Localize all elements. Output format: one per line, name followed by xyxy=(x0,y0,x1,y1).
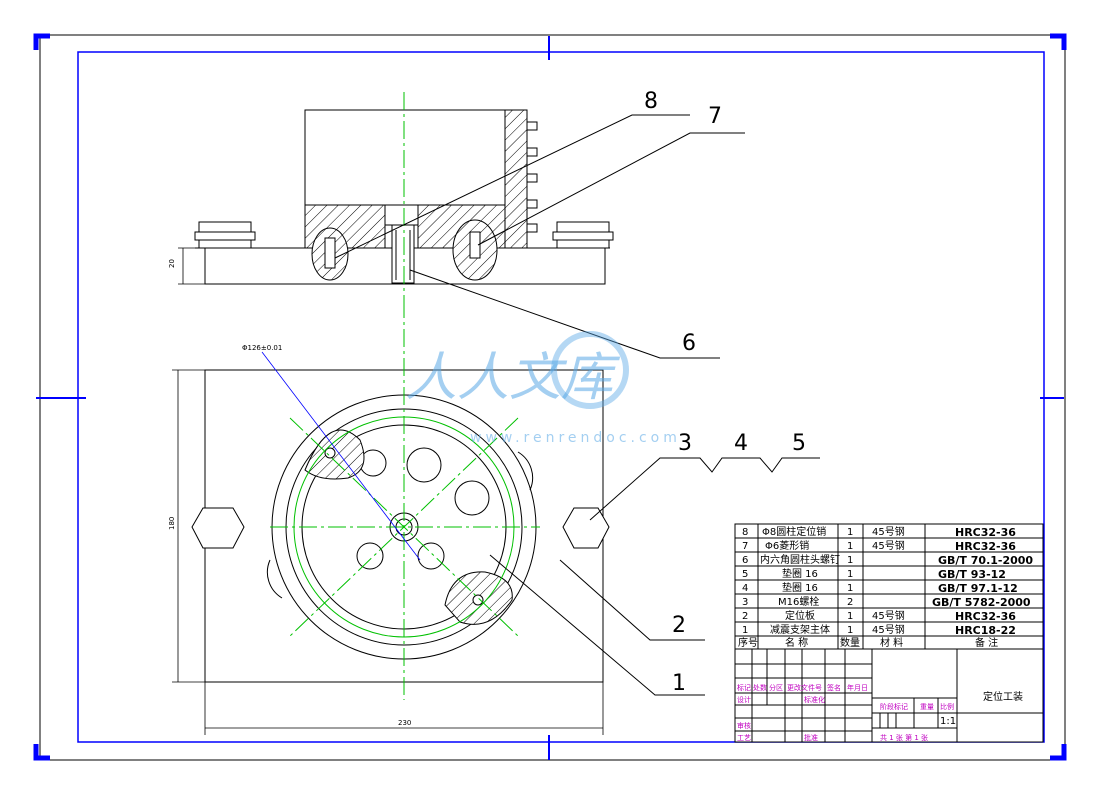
bom-row-name: 内六角圆柱头螺钉 xyxy=(760,553,840,566)
watermark-brand: 人人文库 xyxy=(405,348,621,408)
callout-2: 2 xyxy=(672,613,686,638)
tb-scale-value: 1:1 xyxy=(940,716,956,727)
tb-label-weight: 重量 xyxy=(920,703,934,711)
dim-plan-height xyxy=(172,369,205,683)
bom-row-no: 6 xyxy=(742,555,748,566)
dim-height-left-label: 20 xyxy=(168,259,176,268)
bom-row-no: 1 xyxy=(742,625,748,636)
bom-row-material: 45号钢 xyxy=(872,609,905,622)
watermark-url: www.renrendoc.com xyxy=(470,430,681,446)
bom-header-note: 备 注 xyxy=(975,636,998,649)
front-section-view xyxy=(194,109,614,285)
bom-row-note: HRC32-36 xyxy=(955,610,1016,623)
corner-mark-bl xyxy=(33,744,50,761)
bom-row-qty: 1 xyxy=(847,541,853,552)
diameter-note: Φ126±0.01 xyxy=(242,344,282,352)
bom-row-name: 定位板 xyxy=(785,609,815,622)
bom-row-note: HRC32-36 xyxy=(955,540,1016,553)
bom-row-qty: 1 xyxy=(847,625,853,636)
bom-row-no: 3 xyxy=(742,597,748,608)
dim-height-left xyxy=(178,247,205,285)
callout-5: 5 xyxy=(792,431,806,456)
bom-row-qty: 1 xyxy=(847,583,853,594)
bom-header-name: 名 称 xyxy=(785,636,808,649)
corner-mark-tr xyxy=(1050,33,1067,50)
tb-label-stage-mark: 阶段标记 xyxy=(880,702,908,711)
bom-row-qty: 1 xyxy=(847,611,853,622)
bom-row-name: Φ6菱形销 xyxy=(765,539,809,552)
bom-header-material: 材 料 xyxy=(880,636,903,649)
tb-label-mark: 标记 xyxy=(737,683,751,692)
bom-row-qty: 1 xyxy=(847,569,853,580)
callout-7: 7 xyxy=(708,104,722,129)
bom-row-note: HRC32-36 xyxy=(955,526,1016,539)
bom-row-material: 45号钢 xyxy=(872,539,905,552)
bom-row-material: 45号钢 xyxy=(872,623,905,636)
callout-1: 1 xyxy=(672,671,686,696)
plan-view-centerlines xyxy=(270,300,540,700)
title-block-labels: 标记 处数 分区 更改文件号 签名 年月日 设计 标准化 审核 工艺 批准 阶段… xyxy=(737,683,1023,742)
callout-8: 8 xyxy=(644,89,658,114)
callout-leaders xyxy=(334,114,820,696)
bom-row-note: HRC18-22 xyxy=(955,624,1016,637)
diameter-leader xyxy=(261,351,421,561)
tb-label-process: 工艺 xyxy=(737,734,751,742)
bom-row-note: GB/T 70.1-2000 xyxy=(938,554,1033,567)
tb-sheet: 共 1 张 第 1 张 xyxy=(880,733,928,742)
bom-rows: 8 Φ8圆柱定位销 1 45号钢 HRC32-36 7 Φ6菱形销 1 45号钢… xyxy=(738,525,1033,649)
callout-6: 6 xyxy=(682,331,696,356)
tb-label-sign: 签名 xyxy=(827,683,841,692)
bom-row-no: 4 xyxy=(742,583,748,594)
corner-mark-br xyxy=(1050,744,1067,761)
bom-row-no: 5 xyxy=(742,569,748,580)
bom-header-qty: 数量 xyxy=(840,636,860,649)
bom-row-name: 垫圈 16 xyxy=(782,581,818,594)
bom-row-qty: 2 xyxy=(847,597,853,608)
dim-plan-width-label: 230 xyxy=(398,719,411,727)
dim-plan-width xyxy=(204,682,604,735)
callout-4: 4 xyxy=(734,431,748,456)
title-block xyxy=(734,648,1044,743)
bom-row-no: 2 xyxy=(742,611,748,622)
bom-row-name: 垫圈 16 xyxy=(782,567,818,580)
tb-drawing-name: 定位工装 xyxy=(983,690,1023,703)
bom-row-material: 45号钢 xyxy=(872,525,905,538)
tb-label-standardize: 标准化 xyxy=(804,695,825,704)
tb-label-date: 年月日 xyxy=(847,683,868,692)
callout-3: 3 xyxy=(678,431,692,456)
bom-header-no: 序号 xyxy=(738,636,758,649)
tb-label-count: 处数 xyxy=(753,683,767,692)
tb-label-review: 审核 xyxy=(737,721,751,730)
tb-label-change-doc: 更改文件号 xyxy=(787,683,822,692)
bom-row-qty: 1 xyxy=(847,527,853,538)
bom-row-name: M16螺栓 xyxy=(778,595,819,608)
corner-mark-tl xyxy=(33,33,50,50)
bom-row-no: 7 xyxy=(742,541,748,552)
tb-label-design: 设计 xyxy=(737,695,751,704)
bom-row-qty: 1 xyxy=(847,555,853,566)
tb-label-scale: 比例 xyxy=(940,702,954,711)
bom-row-name: Φ8圆柱定位销 xyxy=(762,525,826,538)
bom-row-note: GB/T 5782-2000 xyxy=(932,596,1031,609)
tb-label-zone: 分区 xyxy=(769,683,783,692)
tb-label-approve: 批准 xyxy=(804,733,818,742)
bom-row-name: 减震支架主体 xyxy=(770,624,830,636)
bom-row-no: 8 xyxy=(742,527,748,538)
dim-plan-height-label: 180 xyxy=(168,517,176,530)
watermark-logo-circle xyxy=(551,331,629,409)
bom-table xyxy=(734,523,1044,650)
bom-row-note: GB/T 97.1-12 xyxy=(938,582,1018,595)
bom-row-note: GB/T 93-12 xyxy=(938,568,1006,581)
